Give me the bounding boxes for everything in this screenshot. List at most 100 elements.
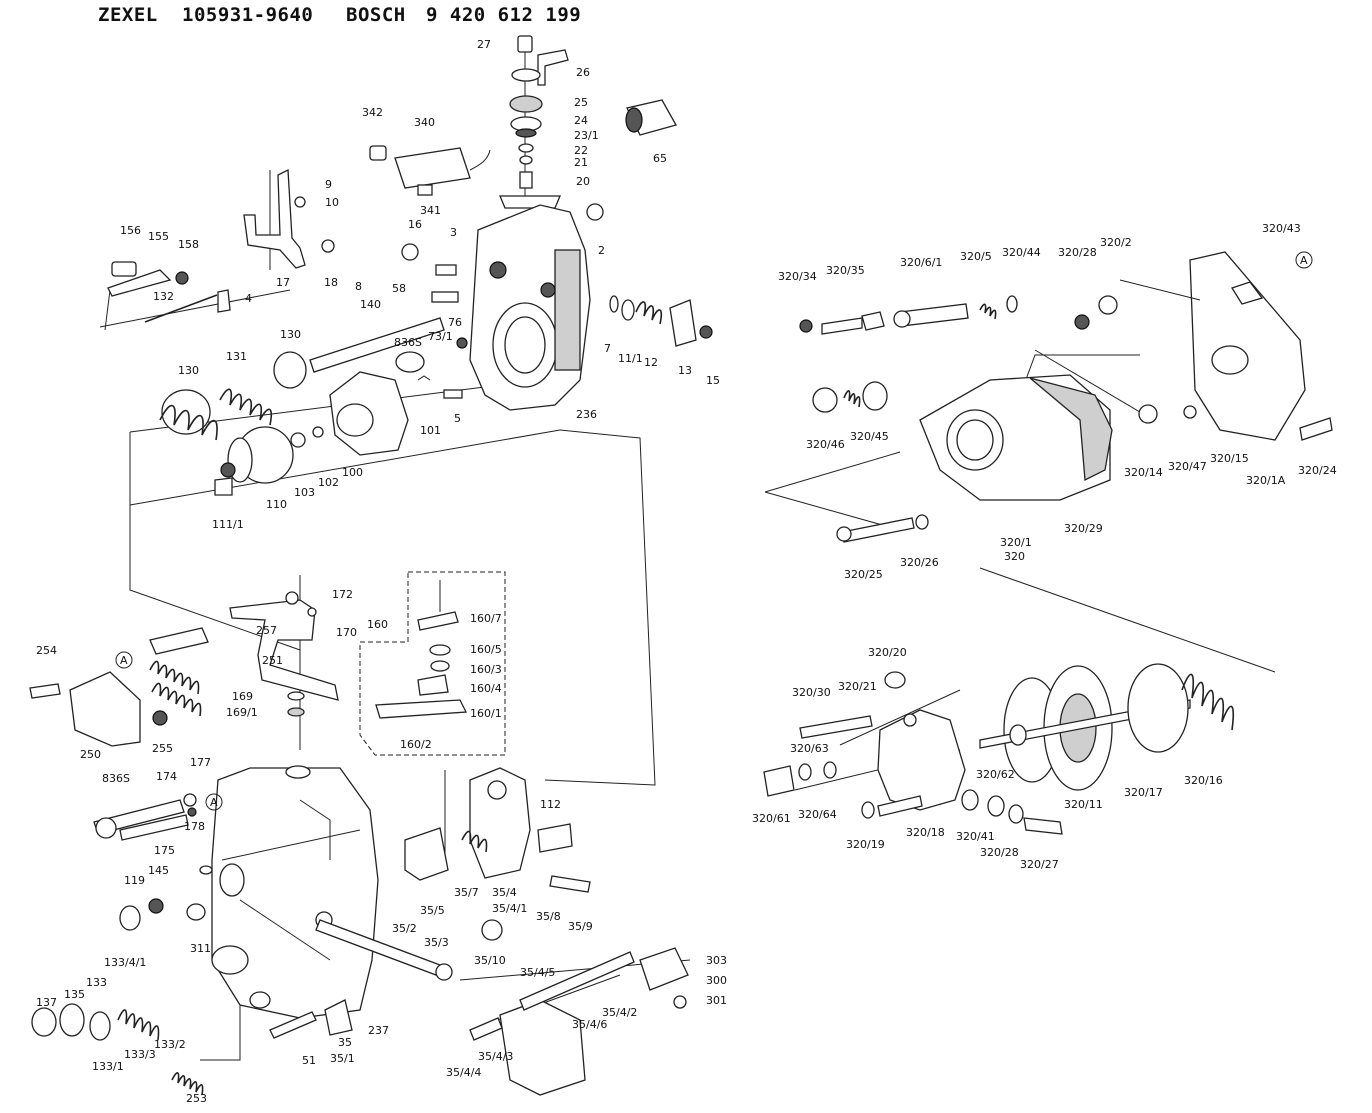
callout-169: 169 (232, 690, 253, 703)
bracket-250 (29, 671, 168, 747)
callout-133-3: 133/3 (124, 1048, 156, 1061)
svg-text:A: A (120, 654, 128, 667)
rings-119 (119, 865, 213, 931)
callout-155: 155 (148, 230, 169, 243)
callout-a-2: A (205, 793, 223, 811)
callout-35-4: 35/4 (492, 886, 517, 899)
callout-58: 58 (392, 282, 406, 295)
callout-255: 255 (152, 742, 173, 755)
callout-103: 103 (294, 486, 315, 499)
callout-320-5: 320/5 (960, 250, 992, 263)
callout-130-a: 130 (280, 328, 301, 341)
callout-21: 21 (574, 156, 588, 169)
lever-170 (229, 591, 339, 701)
callout-101: 101 (420, 424, 441, 437)
callout-27: 27 (477, 38, 491, 51)
callout-320-28-b: 320/28 (980, 846, 1019, 859)
callout-111-1: 111/1 (212, 518, 244, 531)
callout-320-41: 320/41 (956, 830, 995, 843)
callout-251: 251 (262, 654, 283, 667)
callout-35-10: 35/10 (474, 954, 506, 967)
callout-119: 119 (124, 874, 145, 887)
callout-320-1: 320/1 (1000, 536, 1032, 549)
washers-169 (287, 691, 305, 717)
callout-320-28-a: 320/28 (1058, 246, 1097, 259)
callout-133-4-1: 133/4/1 (104, 956, 146, 969)
callout-25: 25 (574, 96, 588, 109)
callout-23-1: 23/1 (574, 129, 599, 142)
callout-22: 22 (574, 144, 588, 157)
pump-housing (211, 765, 379, 1019)
callout-35-4-6: 35/4/6 (572, 1018, 607, 1031)
bolt-320-25 (836, 514, 929, 543)
callout-236: 236 (576, 408, 597, 421)
bolt-320-27 (961, 789, 1063, 835)
callout-112: 112 (540, 798, 561, 811)
callout-a-1: A (115, 651, 133, 669)
callout-a-3: A (1295, 251, 1313, 269)
callout-237: 237 (368, 1024, 389, 1037)
callout-169-1: 169/1 (226, 706, 258, 719)
callout-320-46: 320/46 (806, 438, 845, 451)
callout-320-1a: 320/1A (1246, 474, 1286, 487)
callout-342: 342 (362, 106, 383, 119)
callout-26: 26 (576, 66, 590, 79)
callout-836s-b: 836S (102, 772, 130, 785)
callout-160-2: 160/2 (400, 738, 432, 751)
callout-35-4-1: 35/4/1 (492, 902, 527, 915)
callout-135: 135 (64, 988, 85, 1001)
callout-320-44: 320/44 (1002, 246, 1041, 259)
sleeve-65 (625, 99, 677, 136)
callout-3: 3 (450, 226, 457, 239)
callout-341: 341 (420, 204, 441, 217)
svg-text:A: A (210, 796, 218, 809)
callout-5: 5 (454, 412, 461, 425)
callout-16: 16 (408, 218, 422, 231)
callout-320-45: 320/45 (850, 430, 889, 443)
callout-178: 178 (184, 820, 205, 833)
callout-15: 15 (706, 374, 720, 387)
callout-320-25: 320/25 (844, 568, 883, 581)
page-title: ZEXEL 105931-9640 BOSCH 9 420 612 199 (98, 4, 581, 34)
idle-lever-156 (107, 261, 231, 323)
maker-label: ZEXEL (98, 4, 158, 26)
callout-51: 51 (302, 1054, 316, 1067)
callout-320-21: 320/21 (838, 680, 877, 693)
callout-254: 254 (36, 644, 57, 657)
callout-145: 145 (148, 864, 169, 877)
callout-250: 250 (80, 748, 101, 761)
callout-320-15: 320/15 (1210, 452, 1249, 465)
callout-24: 24 (574, 114, 588, 127)
callout-10: 10 (325, 196, 339, 209)
callout-320-29: 320/29 (1064, 522, 1103, 535)
switch-340 (369, 145, 491, 196)
callout-160-7: 160/7 (470, 612, 502, 625)
svg-text:A: A (1300, 254, 1308, 267)
callout-35-4-5: 35/4/5 (520, 966, 555, 979)
callout-320-11: 320/11 (1064, 798, 1103, 811)
callout-160-3: 160/3 (470, 663, 502, 676)
callout-137: 137 (36, 996, 57, 1009)
callout-4: 4 (245, 292, 252, 305)
callout-160: 160 (367, 618, 388, 631)
callout-8: 8 (355, 280, 362, 293)
callout-320-64: 320/64 (798, 808, 837, 821)
callout-35: 35 (338, 1036, 352, 1049)
adjust-group-12 (609, 295, 713, 347)
callout-300: 300 (706, 974, 727, 987)
callout-177: 177 (190, 756, 211, 769)
callout-160-5: 160/5 (470, 643, 502, 656)
bolts-174 (93, 793, 197, 841)
callout-320-62: 320/62 (976, 768, 1015, 781)
callout-133-2: 133/2 (154, 1038, 186, 1051)
callout-73-1: 73/1 (428, 330, 453, 343)
callout-13: 13 (678, 364, 692, 377)
diaphragm-320-11 (979, 663, 1235, 791)
callout-836s-a: 836S (394, 336, 422, 349)
callout-35-5: 35/5 (420, 904, 445, 917)
callout-17: 17 (276, 276, 290, 289)
callout-174: 174 (156, 770, 177, 783)
row-320-top (799, 295, 1018, 335)
callout-102: 102 (318, 476, 339, 489)
